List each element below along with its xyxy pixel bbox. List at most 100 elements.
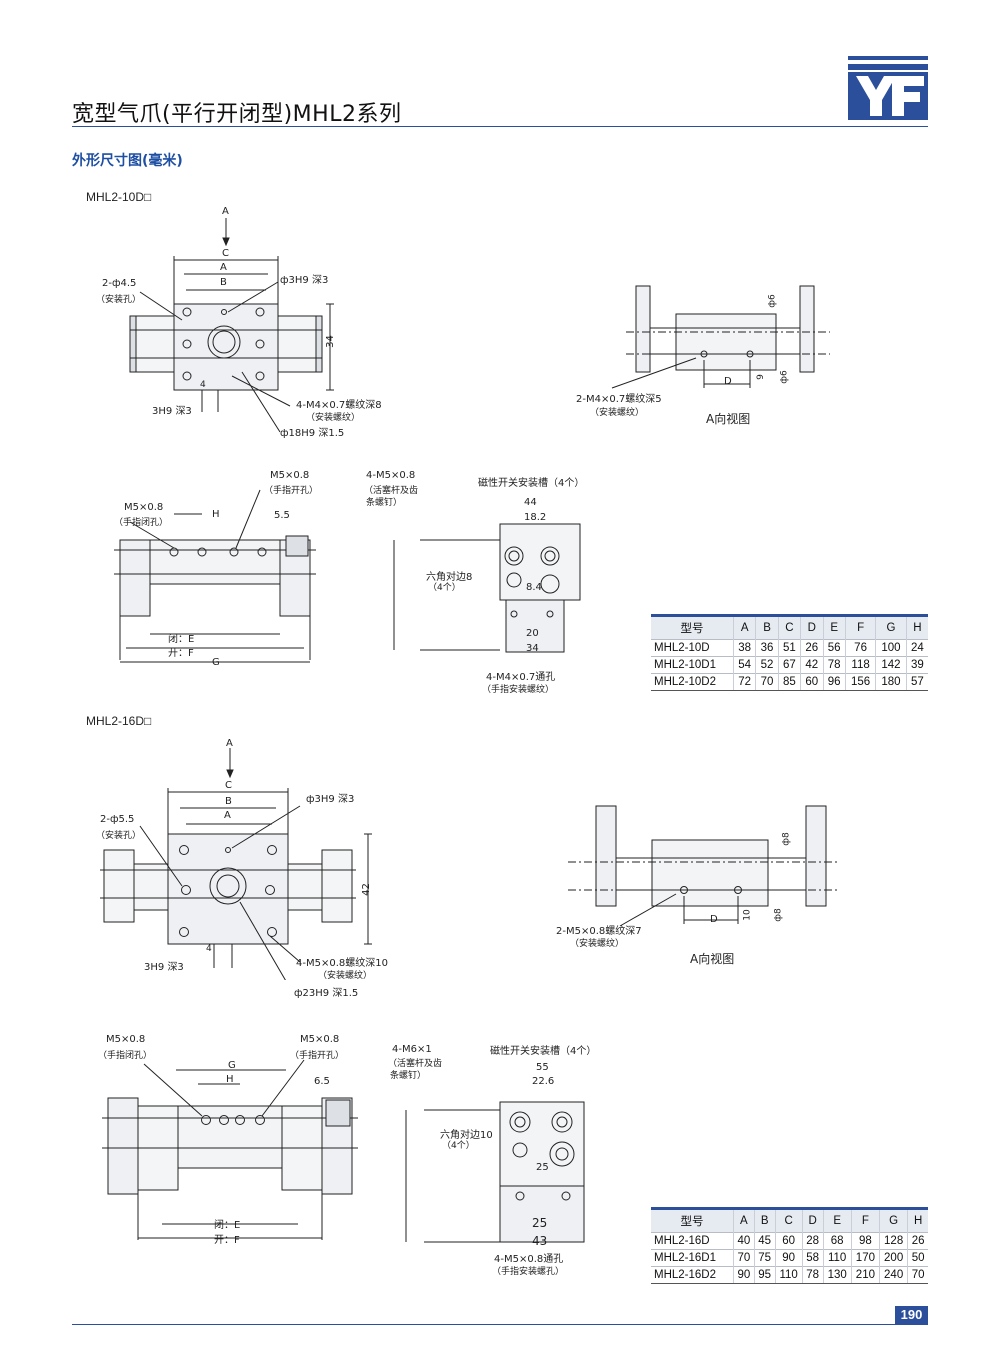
thread-callout: 4-M4×0.7螺纹深8 — [296, 400, 382, 411]
thread-note: （安装螺纹） — [318, 971, 373, 981]
table-cell: 70 — [907, 1266, 928, 1284]
side-dim-phi6-top: ф6 — [767, 294, 778, 308]
through-hole-note: （手指安装螺纹） — [482, 685, 555, 695]
table-cell: 70 — [733, 1249, 755, 1267]
end-dim-25-bottom: 25 — [532, 1216, 548, 1230]
bottom-dim-6-5: 6.5 — [314, 1076, 330, 1087]
hex-count: （4个） — [428, 583, 461, 593]
table-cell: 26 — [800, 639, 824, 657]
table-cell: MHL2-10D1 — [651, 656, 734, 674]
page-number: 190 — [895, 1306, 928, 1324]
model-label: MHL2-10D□ — [86, 190, 152, 204]
table-header: A — [733, 614, 757, 640]
spec-table: 型号 A B C D E F G H MHL2-16D 40 45 60 28 … — [651, 1207, 928, 1284]
bottom-dim-close-e: 闭：E — [214, 1220, 241, 1231]
bottom-dim-open-f: 开：F — [214, 1235, 240, 1246]
pin-top-callout: ф3H9 深3 — [306, 794, 355, 805]
spec-table: 型号 A B C D E F G H MHL2-10D 38 36 51 26 … — [651, 614, 928, 691]
table-cell: 76 — [845, 639, 877, 657]
side-thread-callout: 2-M4×0.7螺纹深5 — [576, 394, 662, 405]
end-dim-18-2: 18.2 — [524, 512, 547, 523]
table-row: MHL2-16D1 70 75 90 58 110 170 200 50 — [651, 1249, 928, 1267]
table-header-row: 型号 A B C D E F G H — [651, 614, 928, 640]
table-cell: 72 — [733, 673, 757, 691]
dim-c: C — [222, 248, 229, 259]
front-view-drawing — [100, 748, 372, 980]
bottom-dim-5-5: 5.5 — [274, 510, 290, 521]
table-cell: 128 — [879, 1232, 909, 1250]
table-cell: 52 — [755, 656, 779, 674]
side-thread-note: （安装螺纹） — [570, 939, 625, 949]
table-cell: 200 — [879, 1249, 909, 1267]
table-cell: 78 — [802, 1266, 824, 1284]
table-row: MHL2-16D 40 45 60 28 68 98 128 26 — [651, 1232, 928, 1250]
hex-label: 六角对边10 — [440, 1130, 493, 1141]
bottom-dim-h: H — [226, 1074, 234, 1085]
table-cell: MHL2-16D — [651, 1232, 734, 1250]
bottom-dim-h: H — [212, 509, 220, 520]
finger-close-callout: M5×0.8 — [124, 502, 164, 513]
switch-slot-callout: 磁性开关安装槽（4个） — [490, 1046, 597, 1057]
side-dim-d: D — [710, 914, 718, 925]
bottom-view-drawing — [114, 489, 316, 663]
side-view-drawing — [568, 805, 840, 927]
bottom-dim-close-e: 闭：E — [168, 634, 195, 645]
dim-b: B — [225, 796, 232, 807]
table-row: MHL2-10D 38 36 51 26 56 76 100 24 — [651, 639, 928, 657]
section-title: 外形尺寸图(毫米) — [72, 153, 183, 169]
table-cell: 156 — [845, 673, 877, 691]
dim-a: A — [220, 262, 227, 273]
table-cell: 67 — [778, 656, 802, 674]
header-rule — [72, 126, 928, 127]
pin-left-callout: 3H9 深3 — [152, 406, 192, 417]
table-cell: 60 — [775, 1232, 803, 1250]
piston-note-2: 条螺钉） — [366, 498, 403, 508]
piston-note-2: 条螺钉） — [390, 1071, 427, 1081]
hole-callout: 2-ф4.5 — [102, 278, 137, 289]
table-header: 型号 — [651, 614, 734, 640]
page-title: 宽型气爪(平行开闭型)MHL2系列 — [72, 102, 402, 127]
through-hole-callout: 4-M5×0.8通孔 — [494, 1254, 564, 1265]
table-cell: MHL2-16D1 — [651, 1249, 734, 1267]
table-cell: 130 — [823, 1266, 852, 1284]
table-cell: 118 — [845, 656, 877, 674]
dim-b: B — [220, 277, 227, 288]
table-cell: 42 — [800, 656, 824, 674]
table-cell: 100 — [875, 639, 907, 657]
piston-note-1: （活塞杆及齿 — [364, 486, 419, 496]
table-cell: 58 — [802, 1249, 824, 1267]
dim-a: A — [224, 810, 231, 821]
table-cell: 68 — [823, 1232, 852, 1250]
brand-logo — [848, 56, 928, 120]
model-label: MHL2-16D□ — [86, 714, 152, 728]
table-header: E — [823, 614, 846, 640]
table-header: D — [800, 614, 824, 640]
table-cell: 90 — [733, 1266, 755, 1284]
side-dim-phi6-bottom: ф6 — [779, 370, 790, 384]
dim-4: 4 — [200, 380, 206, 390]
end-dim-55: 55 — [536, 1062, 549, 1073]
bottom-dim-g: G — [228, 1060, 236, 1071]
bottom-dim-g: G — [212, 657, 220, 668]
table-cell: 75 — [754, 1249, 776, 1267]
finger-close-note: （手指闭孔） — [98, 1051, 153, 1061]
table-cell: MHL2-16D2 — [651, 1266, 734, 1284]
through-hole-callout: 4-M4×0.7通孔 — [486, 672, 556, 683]
table-cell: 56 — [823, 639, 846, 657]
finger-open-note: （手指开孔） — [264, 486, 319, 496]
piston-note-1: （活塞杆及齿 — [388, 1059, 443, 1069]
end-dim-20-bottom: 20 — [526, 628, 539, 639]
hex-label: 六角对边8 — [426, 572, 473, 583]
table-cell: 40 — [733, 1232, 755, 1250]
table-row: MHL2-10D1 54 52 67 42 78 118 142 39 — [651, 656, 928, 674]
view-label: A向视图 — [690, 952, 735, 966]
table-row: MHL2-16D2 90 95 110 78 130 210 240 70 — [651, 1266, 928, 1284]
finger-close-callout: M5×0.8 — [106, 1034, 146, 1045]
view-label: A向视图 — [706, 412, 751, 426]
table-header: H — [906, 614, 928, 640]
dim-height: 42 — [360, 883, 372, 896]
table-cell: 24 — [906, 639, 928, 657]
hole-callout: 2-ф5.5 — [100, 814, 135, 825]
table-cell: 142 — [875, 656, 907, 674]
side-view-drawing — [611, 285, 830, 389]
